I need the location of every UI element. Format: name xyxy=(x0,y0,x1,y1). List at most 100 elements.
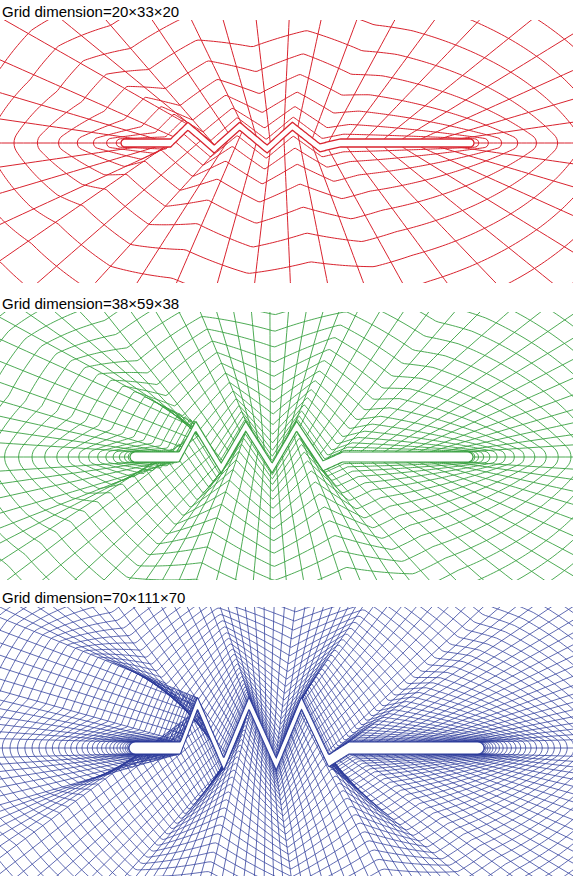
grid-spoke xyxy=(0,649,183,734)
grid-spoke xyxy=(0,100,137,139)
grid-spoke xyxy=(284,138,298,283)
grid-spoke xyxy=(0,390,162,452)
grid-ring xyxy=(0,607,573,876)
grid-spoke xyxy=(402,147,573,283)
grid-spoke xyxy=(361,607,573,742)
grid-spoke xyxy=(0,312,211,445)
grid-spoke xyxy=(458,100,573,139)
mesh-panel xyxy=(0,607,573,876)
grid-dimension-label: Grid dimension=38×59×38 xyxy=(2,295,182,312)
grid-spoke xyxy=(0,710,198,876)
grid-ring xyxy=(97,668,516,805)
grid-spoke xyxy=(0,753,180,834)
grid-spoke xyxy=(206,312,258,441)
grid-spoke xyxy=(0,607,198,698)
grid-spoke xyxy=(347,147,530,283)
grid-spoke xyxy=(484,748,573,749)
grid-spoke xyxy=(0,462,150,502)
grid-spoke xyxy=(0,607,204,712)
grid-spoke xyxy=(140,607,244,709)
grid-spoke xyxy=(458,147,573,186)
grid-spoke xyxy=(0,457,130,458)
grid-spoke xyxy=(377,754,573,876)
grid-spoke xyxy=(0,754,157,798)
grid-spoke xyxy=(317,742,537,876)
grid-spoke xyxy=(338,464,570,580)
grid-spoke xyxy=(384,147,573,283)
grid-spoke xyxy=(473,457,573,458)
grid-ring xyxy=(0,607,573,876)
grid-spoke xyxy=(312,146,418,283)
grid-spoke xyxy=(175,441,252,580)
grid-spoke xyxy=(269,312,270,460)
plate-body xyxy=(130,421,473,473)
grid-spoke xyxy=(0,20,173,137)
grid-spoke xyxy=(0,147,156,228)
grid-spoke xyxy=(174,607,250,700)
grid-spoke xyxy=(269,755,279,876)
grid-spoke xyxy=(339,607,573,748)
grid-ring xyxy=(0,312,573,580)
grid-spoke xyxy=(310,607,506,716)
grid-spoke xyxy=(61,607,229,746)
grid-spoke xyxy=(464,435,573,452)
grid-ring xyxy=(0,312,573,580)
grid-spoke xyxy=(360,462,573,580)
grid-ring xyxy=(0,607,573,876)
grid-spoke xyxy=(369,607,573,742)
grid-ring xyxy=(0,607,573,876)
grid-spoke xyxy=(319,465,516,580)
grid-spoke xyxy=(33,312,222,461)
grid-spoke xyxy=(313,456,488,580)
grid-spoke xyxy=(298,20,359,127)
grid-spoke xyxy=(176,144,256,283)
grid-spoke xyxy=(384,462,573,580)
grid-spoke xyxy=(107,607,238,724)
grid-spoke xyxy=(456,698,573,742)
grid-spoke xyxy=(76,751,232,876)
grid-spoke xyxy=(0,462,162,524)
grid-spoke xyxy=(76,607,232,739)
grid-ring xyxy=(76,649,536,827)
grid-ring xyxy=(0,312,573,580)
grid-spoke xyxy=(237,461,264,580)
grid-spoke xyxy=(0,754,173,823)
grid-spoke xyxy=(273,762,298,876)
grid-spoke xyxy=(0,312,205,436)
grid-spoke xyxy=(226,607,260,721)
grid-spoke xyxy=(421,147,573,268)
grid-spoke xyxy=(384,20,573,139)
grid-ring xyxy=(5,312,573,580)
grid-spoke xyxy=(303,713,473,876)
grid-ring xyxy=(32,325,571,580)
grid-spoke xyxy=(0,147,137,186)
grid-ring xyxy=(0,607,573,876)
grid-spoke xyxy=(175,312,252,431)
grid-spoke xyxy=(288,312,366,436)
grid-ring xyxy=(0,312,573,580)
grid-spoke xyxy=(432,661,573,742)
grid-ring xyxy=(106,398,497,499)
grid-ring xyxy=(0,312,573,580)
grid-spoke xyxy=(16,153,214,283)
grid-spoke xyxy=(262,748,267,876)
grid-spoke xyxy=(0,462,173,545)
grid-ring xyxy=(59,54,537,223)
grid-ring xyxy=(107,107,489,169)
grid-ring xyxy=(2,607,573,876)
grid-spoke xyxy=(365,20,573,139)
grid-spoke xyxy=(349,312,573,452)
grid-ring xyxy=(0,607,573,876)
grid-spoke xyxy=(119,20,242,124)
grid-spoke xyxy=(206,451,258,580)
grid-spoke xyxy=(144,312,245,421)
grid-spoke xyxy=(408,626,573,742)
grid-spoke xyxy=(191,607,253,707)
plate-body xyxy=(121,122,474,153)
grid-spoke xyxy=(361,754,573,876)
grid-ring xyxy=(0,20,573,283)
grid-spoke xyxy=(372,312,573,452)
grid-spoke xyxy=(0,607,207,719)
grid-spoke xyxy=(327,763,573,876)
grid-spoke xyxy=(119,132,242,283)
